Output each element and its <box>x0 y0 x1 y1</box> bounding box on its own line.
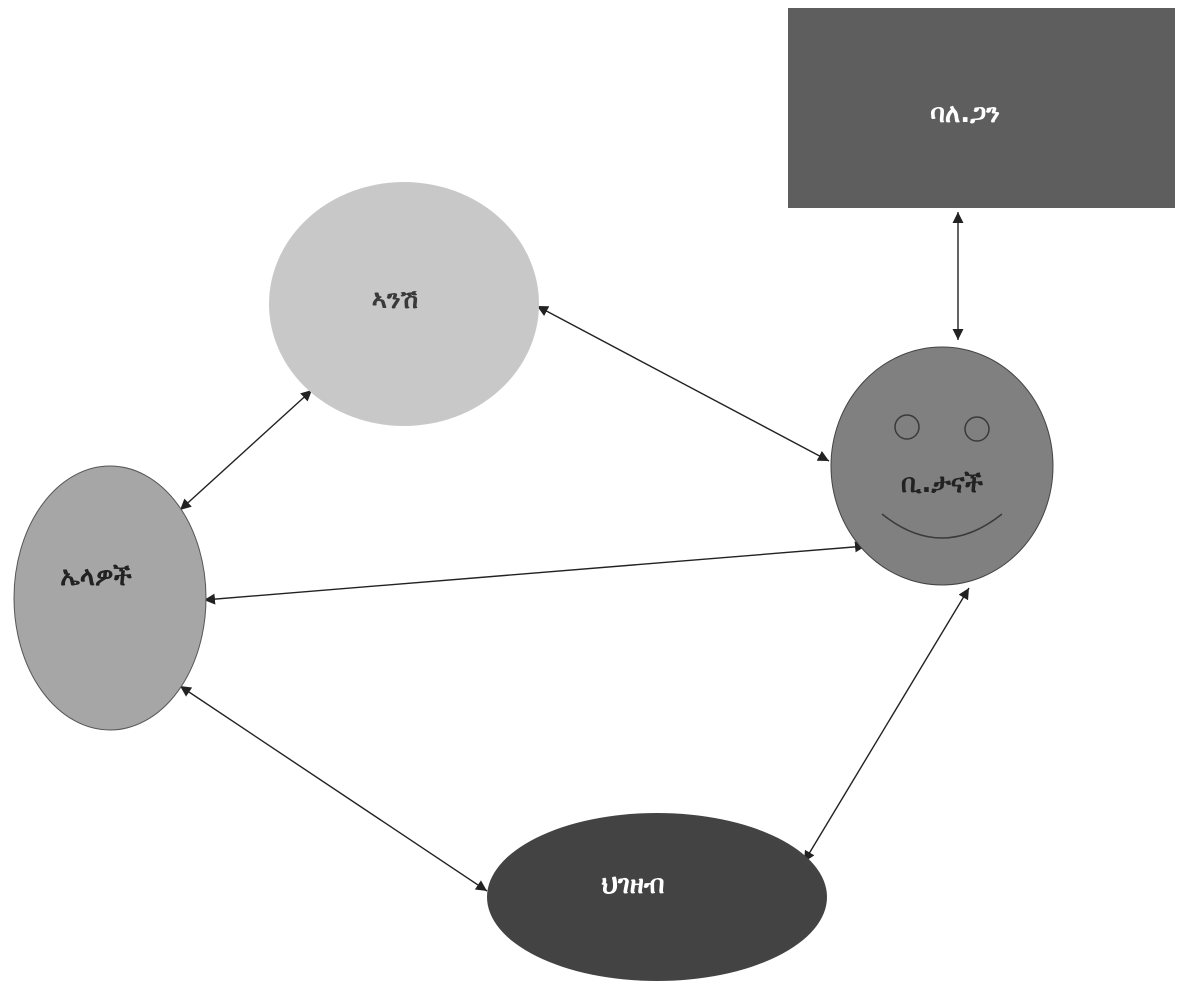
node-public-label: ህገዘብ <box>601 870 664 900</box>
node-you: ኣንሽ <box>269 182 539 426</box>
smile-icon <box>881 513 1003 539</box>
node-public: ህገዘብ <box>487 813 827 981</box>
node-you-label: ኣንሽ <box>372 285 418 315</box>
connector-families-public <box>803 587 970 863</box>
node-you-shape <box>269 182 539 426</box>
node-others-label: ኤላዎች <box>60 562 132 592</box>
connector-others-families <box>203 541 867 605</box>
connectors <box>179 212 970 892</box>
connector-you-others <box>179 389 313 511</box>
connector-others-public <box>179 685 488 892</box>
node-authority: ባለ.ጋን <box>788 8 1175 208</box>
connector-you-families <box>536 305 830 462</box>
node-families: ቢ.ታናች <box>830 346 1054 586</box>
node-others: ኤላዎች <box>13 465 207 731</box>
right-eye-icon <box>964 416 990 442</box>
left-eye-icon <box>894 414 920 440</box>
node-families-label: ቢ.ታናች <box>901 469 984 499</box>
node-public-shape <box>487 813 827 981</box>
node-families-shape <box>830 346 1054 586</box>
node-authority-label: ባለ.ጋን <box>930 99 1000 129</box>
node-others-shape <box>13 465 207 731</box>
node-authority-shape <box>788 8 1175 208</box>
